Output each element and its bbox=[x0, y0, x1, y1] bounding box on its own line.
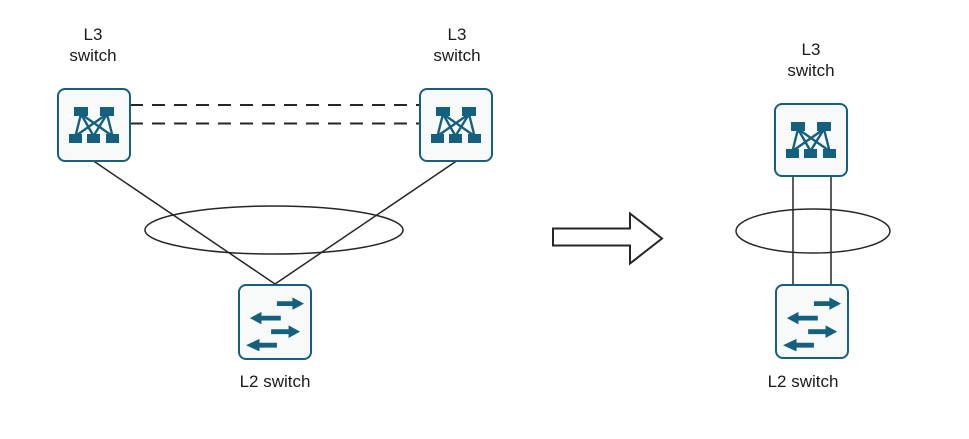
l3-switch-icon bbox=[69, 107, 119, 143]
label-l3-switch-after: L3 switch bbox=[787, 40, 835, 80]
l3-switch-icon bbox=[431, 107, 481, 143]
link-aggregation-ellipse-before bbox=[144, 205, 404, 255]
uplink-left bbox=[93, 160, 276, 285]
uplink-right bbox=[274, 160, 457, 285]
link-aggregation-ellipse-after bbox=[735, 208, 891, 254]
label-l3-switch-before-left: L3 switch bbox=[69, 25, 117, 65]
l2-switch-node-before bbox=[238, 284, 312, 360]
l3-switch-node-before-left bbox=[57, 88, 131, 162]
l2-switch-icon bbox=[783, 296, 841, 351]
label-l2-switch-after: L2 switch bbox=[767, 372, 839, 391]
l3-switch-node-after bbox=[774, 103, 848, 177]
l2-switch-icon bbox=[246, 297, 304, 351]
l3-switch-node-before-right bbox=[419, 88, 493, 162]
arrow-right-icon bbox=[552, 211, 664, 266]
label-l2-switch-before: L2 switch bbox=[239, 372, 311, 391]
label-l3-switch-before-right: L3 switch bbox=[433, 25, 481, 65]
l2-switch-node-after bbox=[775, 284, 849, 359]
l3-switch-icon bbox=[786, 122, 836, 158]
